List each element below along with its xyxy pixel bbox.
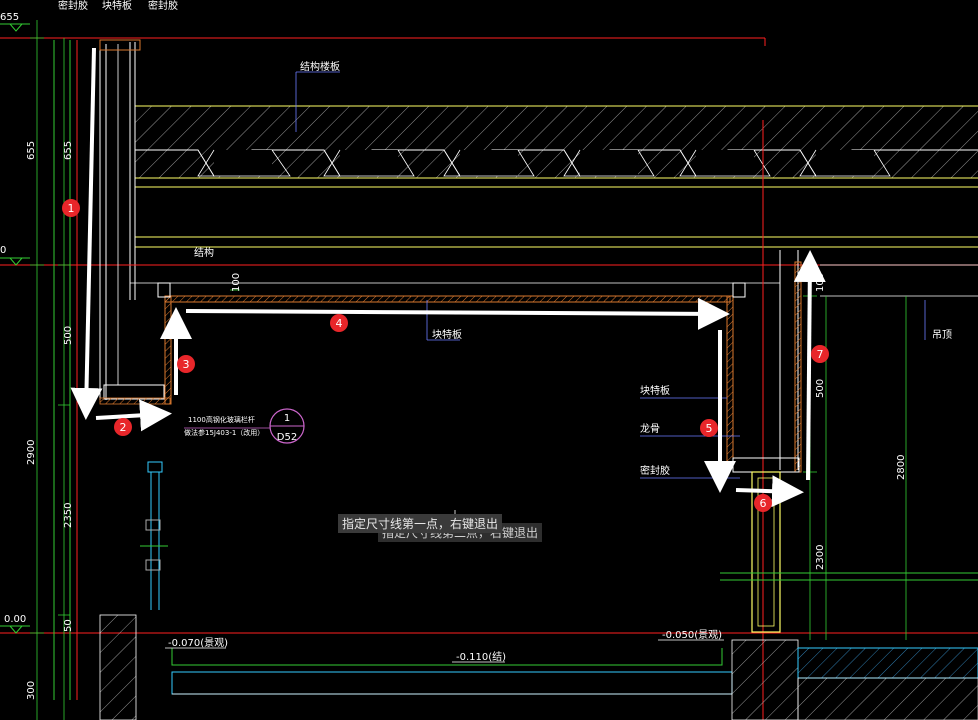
- railing-note-line1: 1100高钢化玻璃栏杆: [188, 415, 255, 424]
- dim-left-outer-655: 655: [26, 141, 37, 160]
- arrow-2: [95, 399, 172, 432]
- ground-slab: [99, 614, 978, 720]
- arrow-7: [793, 250, 826, 481]
- label-structure: 结构: [194, 246, 214, 259]
- detail-reference: D52: [277, 432, 297, 443]
- arrow-4: [185, 297, 730, 330]
- dimension-texts: 655 2900 300 655 500 2350 50 100 100 500…: [0, 12, 907, 700]
- level-0: 0: [0, 245, 6, 256]
- svg-text:5: 5: [706, 422, 713, 435]
- svg-text:3: 3: [183, 358, 190, 371]
- dim-left-inner-500: 500: [63, 326, 74, 345]
- step-marker-6: 6: [754, 494, 772, 512]
- block-board-ceiling: [157, 282, 746, 467]
- dim-left-inner-50: 50: [63, 619, 74, 632]
- svg-text:6: 6: [760, 497, 767, 510]
- svg-text:1: 1: [68, 202, 75, 215]
- dim-right-2300: 2300: [815, 545, 826, 570]
- label-right-block: 块特板: [640, 384, 670, 397]
- step-marker-7: 7: [811, 345, 829, 363]
- dim-left-inner-2350: 2350: [63, 503, 74, 528]
- level-markers: [0, 23, 30, 634]
- elevation-labels: -0.070(景观) -0.110(结) -0.050(景观): [165, 629, 724, 663]
- dim-left-inner-655: 655: [63, 141, 74, 160]
- dim-right-2800: 2800: [896, 455, 907, 480]
- elevation-mid: -0.110(结): [456, 650, 506, 663]
- arrow-1: [70, 47, 103, 420]
- dim-left-outer-2900: 2900: [26, 440, 37, 465]
- railing-note-line2: 做法参15J403-1（改用）: [184, 428, 264, 437]
- svg-text:4: 4: [336, 317, 343, 330]
- dimension-lines: [30, 20, 907, 720]
- svg-text:7: 7: [817, 348, 824, 361]
- label-group: 密封胶 块特板 密封胶 结构楼板 结构 块特板 吊顶 块特板 龙骨 密封胶 11…: [58, 0, 952, 477]
- step-marker-4: 4: [330, 314, 348, 332]
- label-structural-slab: 结构楼板: [300, 60, 340, 73]
- level-655: 655: [0, 12, 19, 23]
- step-marker-1: 1: [62, 199, 80, 217]
- arrow-6: [735, 475, 804, 508]
- label-seal-right: 密封胶: [148, 0, 178, 12]
- dim-right-500: 500: [815, 379, 826, 398]
- detail-number: 1: [284, 413, 290, 424]
- dim-right-100: 100: [815, 273, 826, 292]
- right-wall: [720, 250, 978, 633]
- elevation-left: -0.070(景观): [168, 637, 228, 649]
- label-right-seal: 密封胶: [640, 464, 670, 477]
- label-block-board-top: 块特板: [102, 0, 132, 12]
- label-keel: 龙骨: [640, 422, 660, 435]
- dim-top-100: 100: [231, 273, 242, 292]
- label-seal-left: 密封胶: [58, 0, 88, 12]
- structure-beam: [129, 42, 978, 300]
- label-ceiling: 吊顶: [932, 329, 952, 341]
- step-marker-2: 2: [114, 418, 132, 436]
- step-markers: 1 2 3 4 5 6 7: [62, 199, 829, 512]
- structural-slab: [135, 105, 978, 188]
- level-000: 0.00: [4, 614, 26, 625]
- glass-railing: [140, 461, 168, 610]
- svg-text:2: 2: [120, 421, 127, 434]
- workflow-arrows: [70, 47, 826, 508]
- label-block-board-mid: 块特板: [432, 328, 462, 341]
- command-prompt-tooltip: 指定尺寸线第一点，右键退出: [338, 514, 503, 533]
- elevation-right: -0.050(景观): [662, 629, 722, 641]
- step-marker-5: 5: [700, 419, 718, 437]
- dim-left-outer-300: 300: [26, 681, 37, 700]
- detail-bubble[interactable]: 1 D52: [184, 408, 305, 444]
- step-marker-3: 3: [177, 355, 195, 373]
- left-wall-column: [53, 39, 171, 700]
